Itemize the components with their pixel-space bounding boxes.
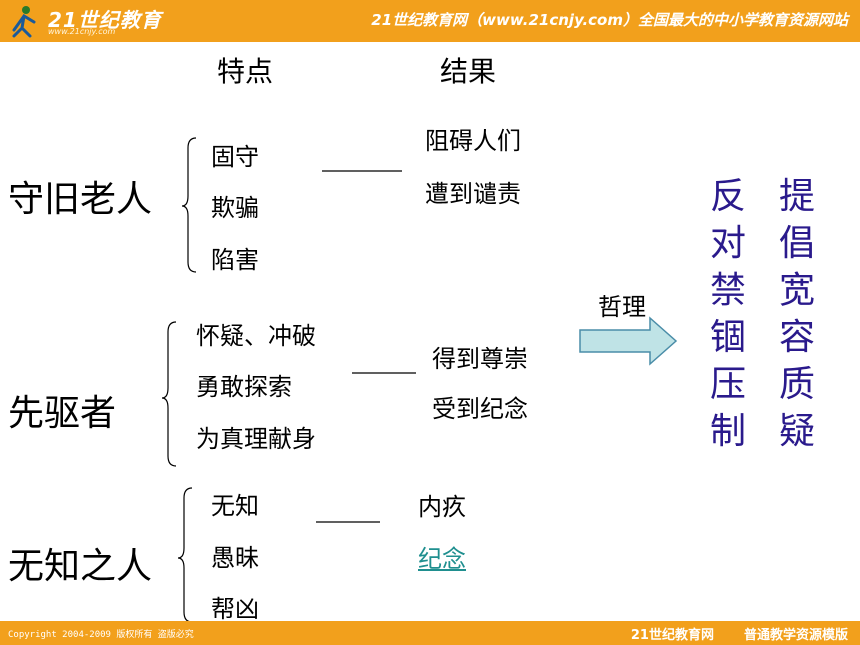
feature-item: 为真理献身 bbox=[196, 425, 316, 453]
philosophy-label: 哲理 bbox=[598, 293, 646, 321]
conclusion-char: 压 bbox=[709, 364, 746, 405]
header-results: 结果 bbox=[440, 55, 497, 88]
result-item: 受到纪念 bbox=[432, 395, 528, 423]
conclusion-char: 反 bbox=[709, 176, 746, 217]
bottom-banner bbox=[0, 621, 860, 645]
feature-item: 勇敢探索 bbox=[196, 373, 292, 401]
group-label-ignorant: 无知之人 bbox=[8, 546, 153, 587]
conclusion-oppose-column: 反 对 禁 锢 压 制 bbox=[708, 173, 748, 455]
group-label-pioneer: 先驱者 bbox=[8, 393, 117, 434]
result-item: 得到尊崇 bbox=[432, 345, 528, 373]
feature-item: 固守 bbox=[211, 143, 259, 171]
brace-ignorant bbox=[177, 487, 193, 623]
feature-item: 愚昧 bbox=[211, 544, 259, 572]
brace-pioneer bbox=[161, 321, 177, 467]
conclusion-char: 对 bbox=[709, 223, 746, 264]
result-item: 内疚 bbox=[418, 493, 466, 521]
result-item: 阻碍人们 bbox=[425, 127, 521, 155]
conclusion-char: 锢 bbox=[709, 317, 746, 358]
footer-site: 21世纪教育网 bbox=[630, 628, 714, 643]
banner-slogan: 21世纪教育网（www.21cnjy.com）全国最大的中小学教育资源网站 bbox=[371, 11, 848, 29]
conclusion-advocate-column: 提 倡 宽 容 质 疑 bbox=[777, 173, 817, 455]
header-features: 特点 bbox=[217, 55, 274, 88]
logo-url: www.21cnjy.com bbox=[48, 27, 116, 36]
feature-item: 陷害 bbox=[211, 246, 259, 274]
feature-item: 无知 bbox=[211, 492, 259, 520]
conclusion-char: 宽 bbox=[778, 270, 815, 311]
conclusion-char: 容 bbox=[778, 317, 815, 358]
conclusion-char: 疑 bbox=[778, 411, 815, 452]
conclusion-char: 提 bbox=[778, 176, 815, 217]
conclusion-char: 禁 bbox=[709, 270, 746, 311]
copyright-text: Copyright 2004-2009 版权所有 盗版必究 bbox=[8, 630, 194, 640]
result-item: 遭到谴责 bbox=[425, 180, 521, 208]
footer-template: 普通教学资源模版 bbox=[743, 628, 848, 643]
result-link-commemorate[interactable]: 纪念 bbox=[418, 545, 466, 573]
logo-text: 21世纪教育 bbox=[48, 8, 162, 32]
top-banner bbox=[0, 0, 860, 42]
feature-item: 欺骗 bbox=[211, 194, 259, 222]
conclusion-char: 制 bbox=[709, 411, 746, 452]
conclusion-char: 倡 bbox=[778, 223, 815, 264]
arrow-right-icon bbox=[579, 316, 678, 366]
group-label-old-man: 守旧老人 bbox=[8, 179, 153, 220]
conclusion-char: 质 bbox=[778, 364, 815, 405]
footer-right: 21世纪教育网 普通教学资源模版 bbox=[601, 624, 848, 643]
feature-item: 怀疑、冲破 bbox=[196, 322, 316, 350]
brace-old-man bbox=[181, 137, 197, 273]
feature-item: 帮凶 bbox=[211, 595, 259, 623]
